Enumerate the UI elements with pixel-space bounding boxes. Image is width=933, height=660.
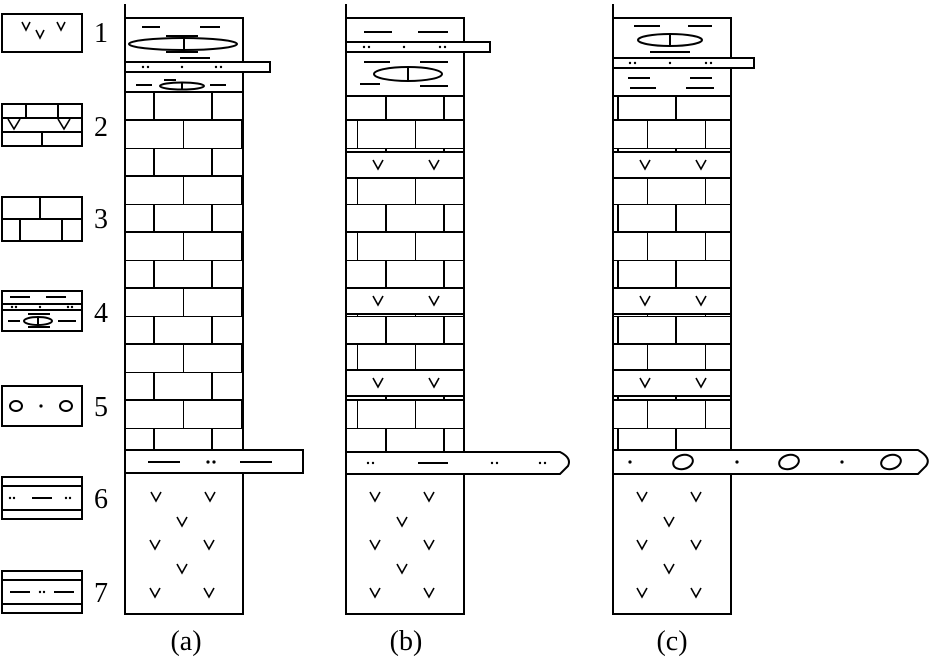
legend-item-4: 4 (1, 290, 108, 332)
legend-item-6: 6 (1, 476, 108, 520)
legend-symbol-volcanic (1, 13, 83, 53)
legend-item-3: 3 (1, 196, 108, 242)
legend-number: 7 (94, 578, 108, 609)
column-caption: (a) (170, 626, 201, 657)
legend: 1 2 3 (1, 13, 108, 614)
legend-number: 1 (94, 18, 108, 49)
legend-item-5: 5 (1, 385, 108, 427)
legend-number: 5 (94, 392, 108, 423)
column-c: (c) (612, 4, 929, 657)
column-caption: (b) (390, 626, 423, 657)
legend-number: 6 (94, 484, 108, 515)
legend-number: 4 (94, 298, 108, 329)
legend-number: 2 (94, 112, 108, 143)
legend-item-2: 2 (1, 103, 108, 147)
column-a: (a) (124, 4, 304, 657)
legend-item-7: 7 (1, 570, 108, 614)
legend-item-1: 1 (1, 13, 108, 53)
legend-number: 3 (94, 204, 108, 235)
column-caption: (c) (656, 626, 687, 657)
column-b: (b) (345, 4, 570, 657)
